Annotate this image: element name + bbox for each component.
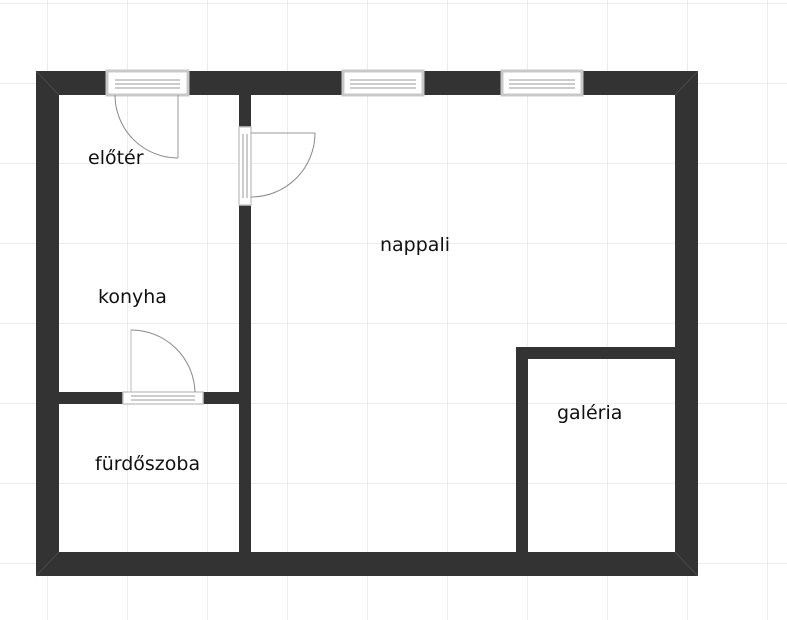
gallery-wall-vertical (516, 347, 528, 552)
gallery-wall-horizontal (516, 347, 675, 359)
interior-wall-vertical (239, 205, 251, 552)
room-label-nappali: nappali (380, 234, 451, 256)
room-label-eloter: előtér (88, 147, 144, 169)
window (341, 69, 425, 97)
bathroom-door[interactable] (122, 329, 204, 405)
room-label-konyha: konyha (98, 286, 167, 308)
walls (36, 71, 698, 576)
entrance-door[interactable] (105, 69, 190, 159)
interior-wall-bath (203, 392, 239, 404)
room-label-galeria: galéria (557, 402, 623, 424)
room-label-furdoszoba: fürdőszoba (95, 453, 201, 475)
interior-wall-bath (59, 392, 123, 404)
interior-wall-vertical (239, 95, 251, 127)
living-room-door[interactable] (238, 126, 316, 206)
window (500, 69, 584, 97)
